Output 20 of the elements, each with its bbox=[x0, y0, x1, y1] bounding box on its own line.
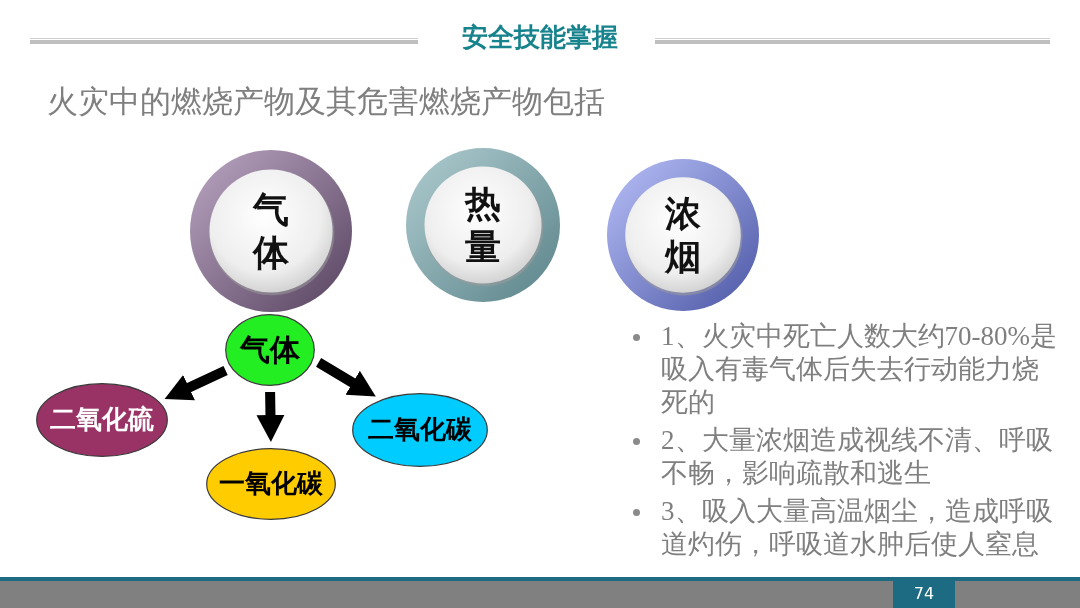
badge-label: 热量 bbox=[463, 182, 502, 268]
ellipse-node bbox=[225, 314, 315, 386]
round-badge bbox=[607, 159, 759, 311]
bullet-text: 2、大量浓烟造成视线不清、呼吸不畅，影响疏散和逃生 bbox=[661, 424, 1054, 490]
node-label: 二氧化硫 bbox=[50, 404, 154, 436]
subtitle: 火灾中的燃烧产物及其危害燃烧产物包括 bbox=[47, 82, 605, 120]
bullet-text: 3、吸入大量高温烟尘，造成呼吸道灼伤，呼吸道水肿后使人窒息 bbox=[661, 495, 1054, 561]
badge-label: 气体 bbox=[251, 188, 290, 274]
badge-label: 浓烟 bbox=[663, 192, 702, 278]
ellipse-node bbox=[36, 383, 168, 457]
bullet-text: 1、火灾中死亡人数大约70-80%是吸入有毒气体后失去行动能力烧死的 bbox=[661, 320, 1058, 419]
ellipse-node bbox=[206, 448, 336, 520]
node-label: 二氧化碳 bbox=[368, 414, 472, 446]
round-badge bbox=[406, 148, 560, 302]
page-title: 安全技能掌握 bbox=[462, 21, 618, 53]
round-badge bbox=[190, 150, 352, 312]
node-label: 气体 bbox=[240, 332, 300, 368]
arrow bbox=[256, 391, 285, 443]
ellipse-node bbox=[352, 393, 488, 467]
node-label: 一氧化碳 bbox=[219, 468, 323, 500]
